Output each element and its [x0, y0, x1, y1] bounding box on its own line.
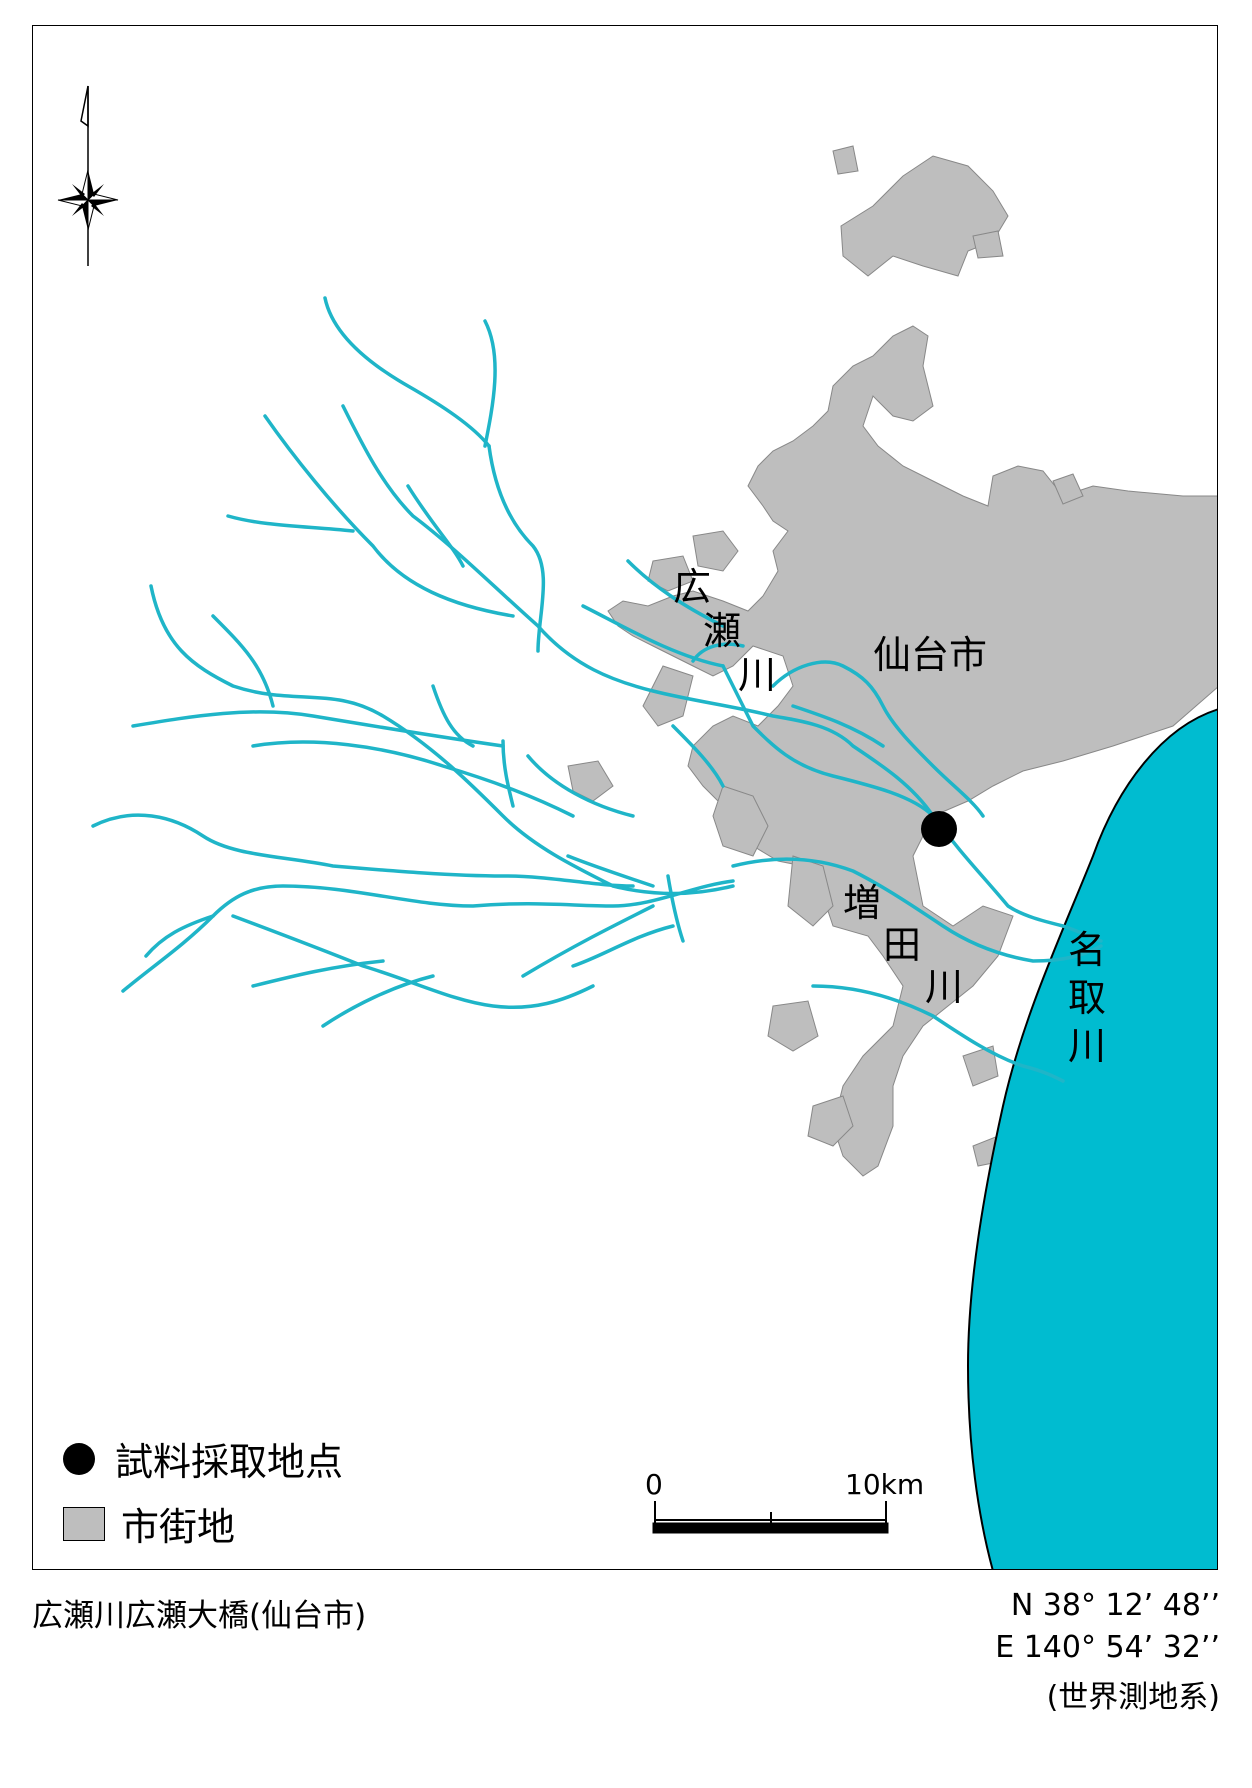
- river-label-masuda-3: 川: [925, 965, 964, 1009]
- river-label-hirose-2: 瀬: [703, 609, 742, 653]
- map-caption: 広瀬川広瀬大橋(仙台市): [32, 1598, 367, 1634]
- legend-urban-area-label: 市街地: [121, 1505, 236, 1549]
- legend-urban-area: 市街地: [63, 1496, 235, 1551]
- coord-datum: (世界測地系): [1046, 1680, 1220, 1715]
- river-label-masuda-2: 田: [883, 923, 922, 967]
- compass-rose-icon: [57, 169, 119, 231]
- river-label-hirose-3: 川: [738, 653, 777, 697]
- sampling-point-marker: [921, 811, 957, 847]
- river-label-natori-2: 取: [1068, 976, 1107, 1020]
- legend-sample-point-label: 試料採取地点: [115, 1440, 344, 1484]
- coord-latitude: N 38° 12’ 48’’: [1010, 1588, 1220, 1623]
- river-label-natori-1: 名: [1068, 928, 1107, 972]
- river-label-hirose-1: 広: [673, 565, 712, 609]
- rivers: [91, 296, 1103, 1083]
- sea: [966, 708, 1217, 1569]
- urban-area-swatch: [63, 1506, 105, 1541]
- city-label-sendai: 仙台市: [873, 633, 988, 677]
- legend-sample-point: 試料採取地点: [63, 1431, 343, 1486]
- map-canvas: [57, 85, 1217, 1569]
- coord-longitude: E 140° 54’ 32’’: [995, 1630, 1220, 1665]
- scale-bar: [652, 1501, 889, 1534]
- map-frame: 仙台市 広 瀬 川 増 田 川 名 取 川 試料採取地点 市街地 0 10km: [32, 25, 1218, 1570]
- scale-start-label: 0: [645, 1468, 663, 1501]
- river-label-natori-3: 川: [1068, 1024, 1107, 1068]
- sample-point-icon: [63, 1442, 95, 1475]
- scale-end-label: 10km: [845, 1468, 925, 1501]
- river-label-masuda-1: 増: [843, 881, 882, 925]
